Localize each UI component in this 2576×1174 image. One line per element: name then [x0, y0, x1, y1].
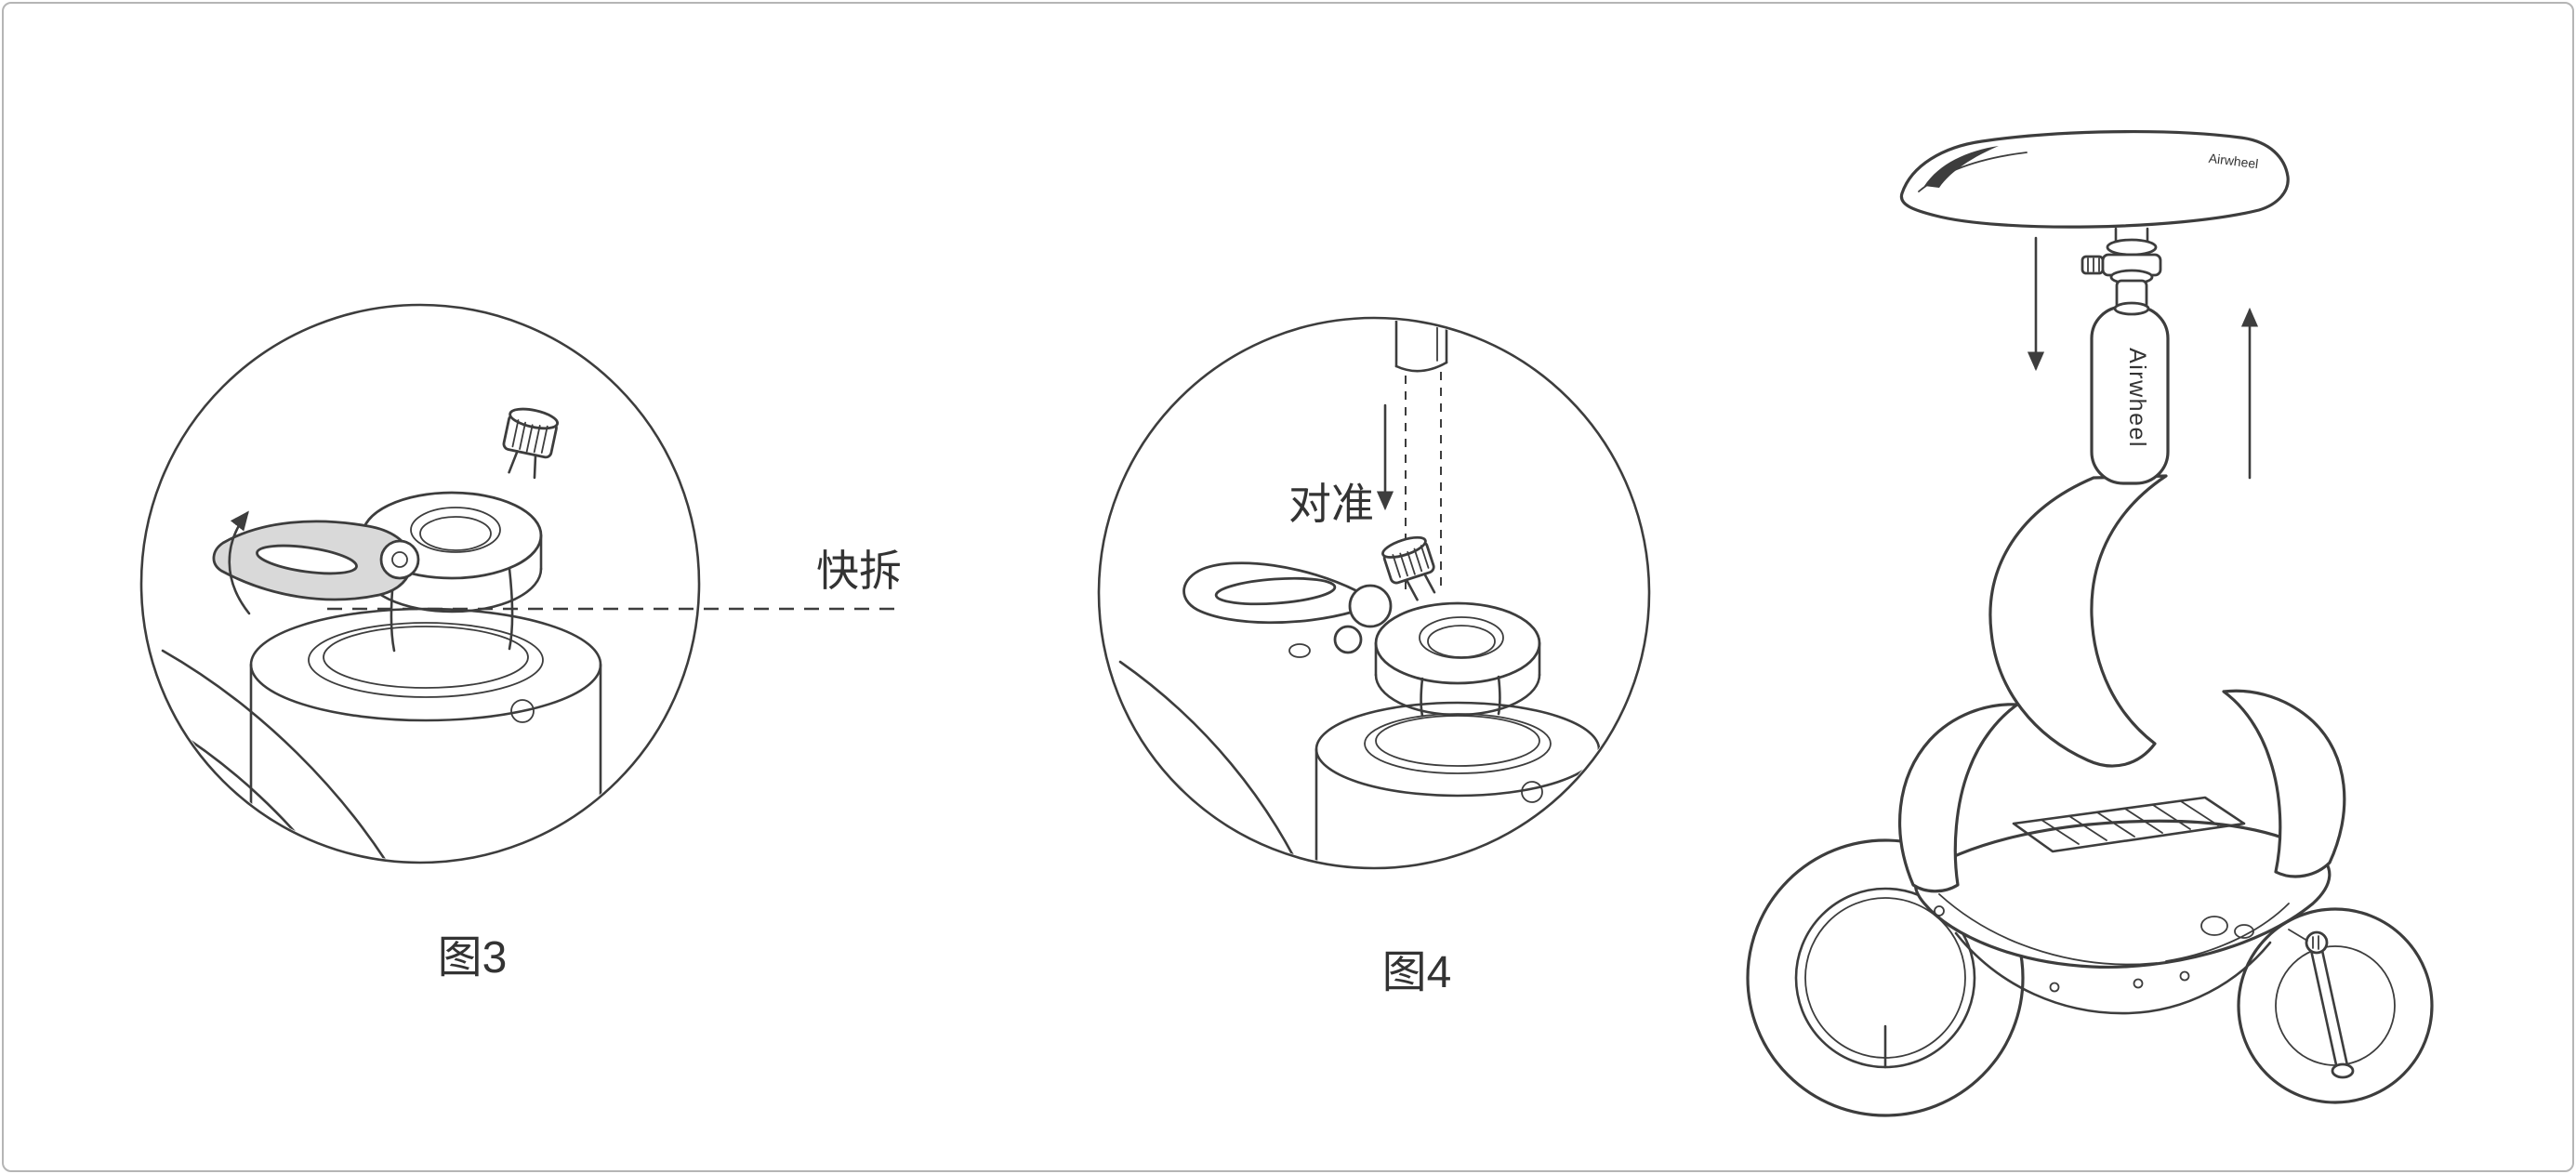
- body-contour-line: [1118, 660, 1311, 866]
- kickstand: [2288, 929, 2355, 1079]
- lever-rotation-arrow-icon: [228, 510, 251, 615]
- figure3-drawing: [149, 407, 602, 861]
- deck-dot: [2133, 978, 2144, 989]
- alignment-dashes: [1405, 372, 1442, 597]
- deck-front-contour: [1954, 931, 2272, 1015]
- figure4-circle: [1097, 316, 1651, 870]
- body-contour-line: [1110, 729, 1255, 866]
- knurled-nut-icon: [1381, 535, 1436, 601]
- kickstand-knob: [2305, 930, 2329, 955]
- quick-release-lever: [212, 520, 420, 601]
- figure3-detail-view: 快拆 图3: [139, 303, 902, 983]
- left-fender: [1898, 703, 2019, 893]
- kickstand-foot: [2331, 1062, 2355, 1079]
- seat-brand-text: Airwheel: [2208, 151, 2259, 171]
- seat-shade: [1924, 146, 1999, 188]
- scooter-seat: Airwheel: [1899, 130, 2290, 229]
- deck-contour: [2165, 903, 2290, 962]
- seat-tube-neck: [1497, 675, 1501, 716]
- deck-dot: [1934, 905, 1945, 917]
- open-quick-release-lever: [1182, 561, 1393, 654]
- figure3-caption: 图3: [438, 933, 508, 983]
- base-detail: [1288, 643, 1311, 658]
- deck-button: [2234, 924, 2254, 939]
- lever-slot: [256, 544, 358, 575]
- deck-dot: [2179, 970, 2190, 982]
- base-hole: [1521, 781, 1543, 803]
- figure4-caption: 图4: [1382, 948, 1452, 997]
- seat-tube-neck: [1420, 677, 1424, 718]
- lever-pivot: [379, 539, 420, 580]
- seat-pole: [1394, 320, 1448, 373]
- deck-contour: [1938, 893, 2158, 966]
- figure4-detail-view: 对准 图4: [1097, 316, 1651, 997]
- gooseneck-stem: [1988, 474, 2168, 768]
- body-contour-line: [161, 649, 402, 861]
- figure4-drawing: [1110, 320, 1601, 866]
- deck: [1913, 819, 2332, 1015]
- lever-slot: [1214, 576, 1337, 606]
- base-hole: [510, 699, 535, 723]
- deck-dot: [2049, 982, 2060, 993]
- quick-release-label: 快拆: [816, 547, 902, 595]
- align-label: 对准: [1288, 480, 1374, 528]
- deck-button: [2200, 916, 2228, 936]
- figure3-circle: [139, 303, 701, 864]
- knurled-nut-icon: [502, 407, 560, 480]
- stem-grip: Airwheel: [2090, 305, 2170, 485]
- lever-pivot: [1348, 584, 1393, 628]
- right-fender: [2222, 689, 2346, 878]
- seat-clamp: [2081, 227, 2162, 316]
- clamp-base-cylinder: [249, 607, 602, 861]
- quick-release-collar: [1374, 601, 1541, 717]
- stem-brand-text: Airwheel: [2124, 348, 2150, 448]
- pedal-tread: [2012, 796, 2246, 853]
- scooter-illustration: Airwheel Airwheel: [1746, 130, 2434, 1117]
